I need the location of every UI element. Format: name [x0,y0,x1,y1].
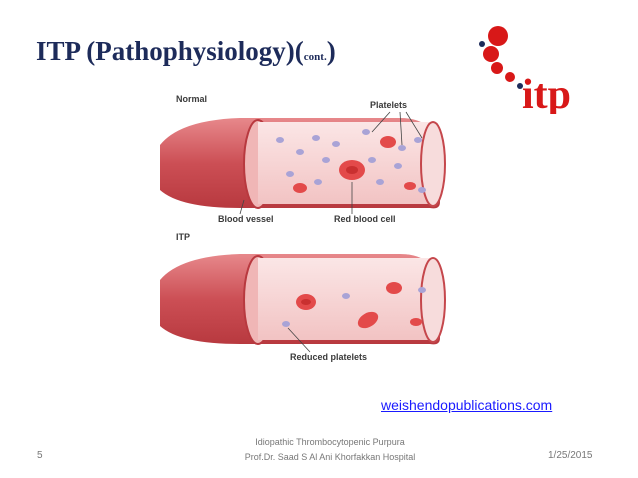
red-blood-cell-label: Red blood cell [334,214,396,224]
logo-text: itp [522,72,571,114]
itp-logo: itp [479,26,571,114]
slide-date: 1/25/2015 [548,450,593,461]
platelets-label: Platelets [370,100,407,110]
slide-number: 5 [37,450,43,461]
source-link[interactable]: weishendopublications.com [381,397,553,413]
normal-label: Normal [176,94,207,104]
title-main: ITP (Pathophysiology)( [36,36,304,66]
normal-red-cells [293,136,416,193]
vessel-illustration: Normal Platelets [160,94,446,362]
footer-text: Idiopathic Thrombocytopenic Purpura Prof… [210,435,450,465]
title-cont: cont. [303,51,327,63]
itp-red-cells [296,282,422,329]
itp-label: ITP [176,232,190,242]
title-close: ) [326,36,336,66]
itp-platelets [282,287,426,327]
normal-platelets [276,129,426,193]
reduced-platelets-label: Reduced platelets [290,352,367,362]
footer-line-1: Idiopathic Thrombocytopenic Purpura [255,437,405,447]
footer-line-2: Prof.Dr. Saad S Al Ani Khorfakkan Hospit… [244,452,416,462]
slide-title: ITP (Pathophysiology)(cont.) [36,36,336,67]
blood-vessel-label: Blood vessel [218,214,274,224]
